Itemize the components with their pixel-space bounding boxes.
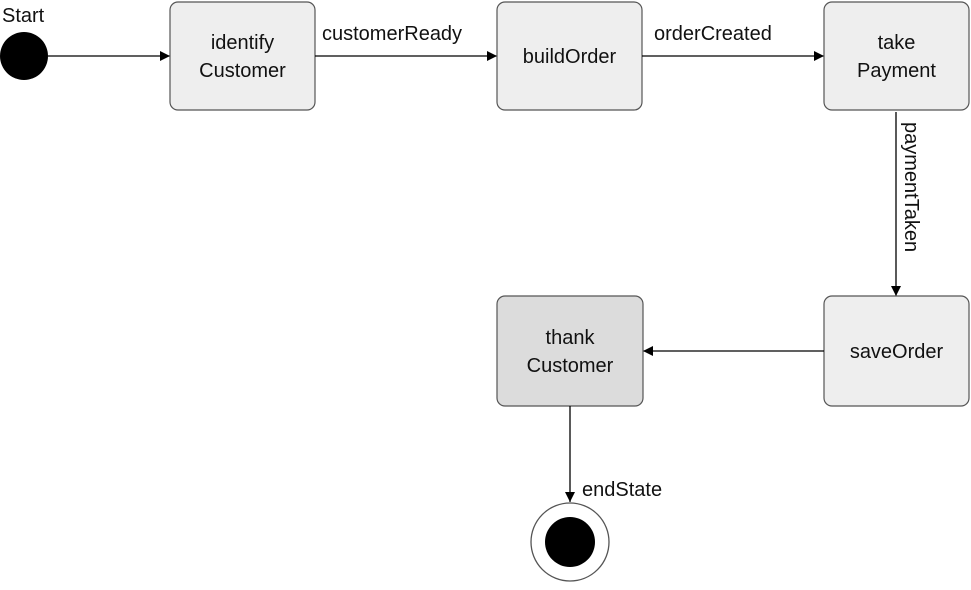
- state-thank-customer: thank Customer: [496, 295, 644, 407]
- state-identify-customer-label-2: Customer: [199, 60, 286, 82]
- transition-end-state-label: endState: [582, 479, 662, 501]
- transition-payment-taken-label: paymentTaken: [900, 122, 922, 252]
- state-thank-customer-label-1: thank: [546, 327, 596, 349]
- transition-customer-ready-label: customerReady: [322, 23, 462, 45]
- state-take-payment-label-2: Payment: [857, 60, 936, 82]
- state-identify-customer: identify Customer: [169, 1, 316, 111]
- state-build-order: buildOrder: [496, 1, 643, 111]
- start-node: [0, 32, 48, 80]
- state-take-payment: take Payment: [823, 1, 970, 111]
- state-save-order: saveOrder: [823, 295, 970, 407]
- state-identify-customer-label-1: identify: [211, 32, 274, 54]
- transition-order-created-label: orderCreated: [654, 23, 772, 45]
- state-take-payment-label-1: take: [878, 32, 916, 54]
- state-build-order-label: buildOrder: [523, 46, 617, 68]
- state-thank-customer-label-2: Customer: [527, 355, 614, 377]
- start-label: Start: [2, 5, 45, 27]
- state-save-order-label: saveOrder: [850, 341, 944, 363]
- end-node: [530, 502, 610, 582]
